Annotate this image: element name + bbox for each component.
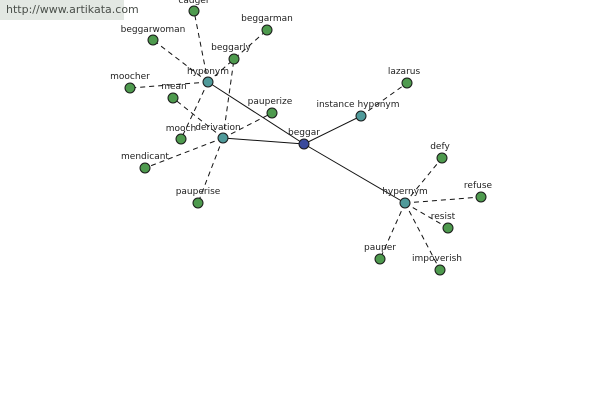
edge-derivation-pauperise [197,137,224,204]
node-instance-hyponym[interactable] [355,110,367,122]
edge-hyponym-cadger [193,10,209,83]
node-pauperize[interactable] [266,107,278,119]
label-mendicant: mendicant [121,152,169,162]
node-pauper[interactable] [374,253,386,265]
label-beggarman: beggarman [241,14,293,24]
edge-hyponym-mooch [180,81,209,140]
node-beggarman[interactable] [261,24,273,36]
node-moocher[interactable] [124,82,136,94]
label-mean: mean [161,82,187,92]
edge-hypernym-pauper [379,202,406,260]
label-pauperize: pauperize [248,97,293,107]
node-refuse[interactable] [475,191,487,203]
label-lazarus: lazarus [388,67,421,77]
label-beggar: beggar [288,128,320,138]
node-mooch[interactable] [175,133,187,145]
node-defy[interactable] [436,152,448,164]
label-hypernym: hypernym [382,187,428,197]
node-beggarwoman[interactable] [147,34,159,46]
edge-hypernym-refuse [404,196,482,204]
label-beggarly: beggarly [211,43,251,53]
edge-derivation-pauperize [222,112,273,139]
node-resist[interactable] [442,222,454,234]
graph-edges [129,10,482,271]
node-hypernym[interactable] [399,197,411,209]
label-defy: defy [430,142,450,152]
node-impoverish[interactable] [434,264,446,276]
edge-hypernym-impoverish [404,202,441,271]
node-lazarus[interactable] [401,77,413,89]
graph-labels: beggar hyponym derivation instance hyponym h… [110,0,492,264]
label-mooch: mooch [166,124,196,134]
label-moocher: moocher [110,72,150,82]
edge-beggar-instance_hyponym [303,115,362,145]
node-mendicant[interactable] [139,162,151,174]
node-derivation[interactable] [217,132,229,144]
node-beggarly[interactable] [228,53,240,65]
edge-beggar-derivation [222,137,305,145]
label-cadger: cadger [178,0,209,6]
graph-nodes [124,5,487,276]
label-beggarwoman: beggarwoman [121,25,186,35]
edge-derivation-beggarly [222,58,235,139]
label-impoverish: impoverish [412,254,462,264]
edge-hypernym-defy [404,157,443,204]
node-cadger[interactable] [188,5,200,17]
node-pauperise[interactable] [192,197,204,209]
label-pauper: pauper [364,243,396,253]
label-resist: resist [431,212,456,222]
node-hyponym[interactable] [202,76,214,88]
edge-hyponym-moocher [129,81,209,89]
label-pauperise: pauperise [176,187,221,197]
edge-instance_hyponym-lazarus [360,82,408,117]
edge-derivation-mendicant [144,137,224,169]
watermark-url: http://www.artikata.com [0,0,139,20]
label-instance-hyponym: instance hyponym [316,100,399,110]
edge-beggar-hypernym [303,143,406,204]
label-hyponym: hyponym [187,67,229,77]
label-derivation: derivation [195,123,241,133]
label-refuse: refuse [464,181,493,191]
edge-hyponym-beggarwoman [152,39,209,83]
node-beggar[interactable] [298,138,310,150]
node-mean[interactable] [167,92,179,104]
edge-derivation-mean [172,97,224,139]
edge-beggar-hyponym [207,81,305,145]
